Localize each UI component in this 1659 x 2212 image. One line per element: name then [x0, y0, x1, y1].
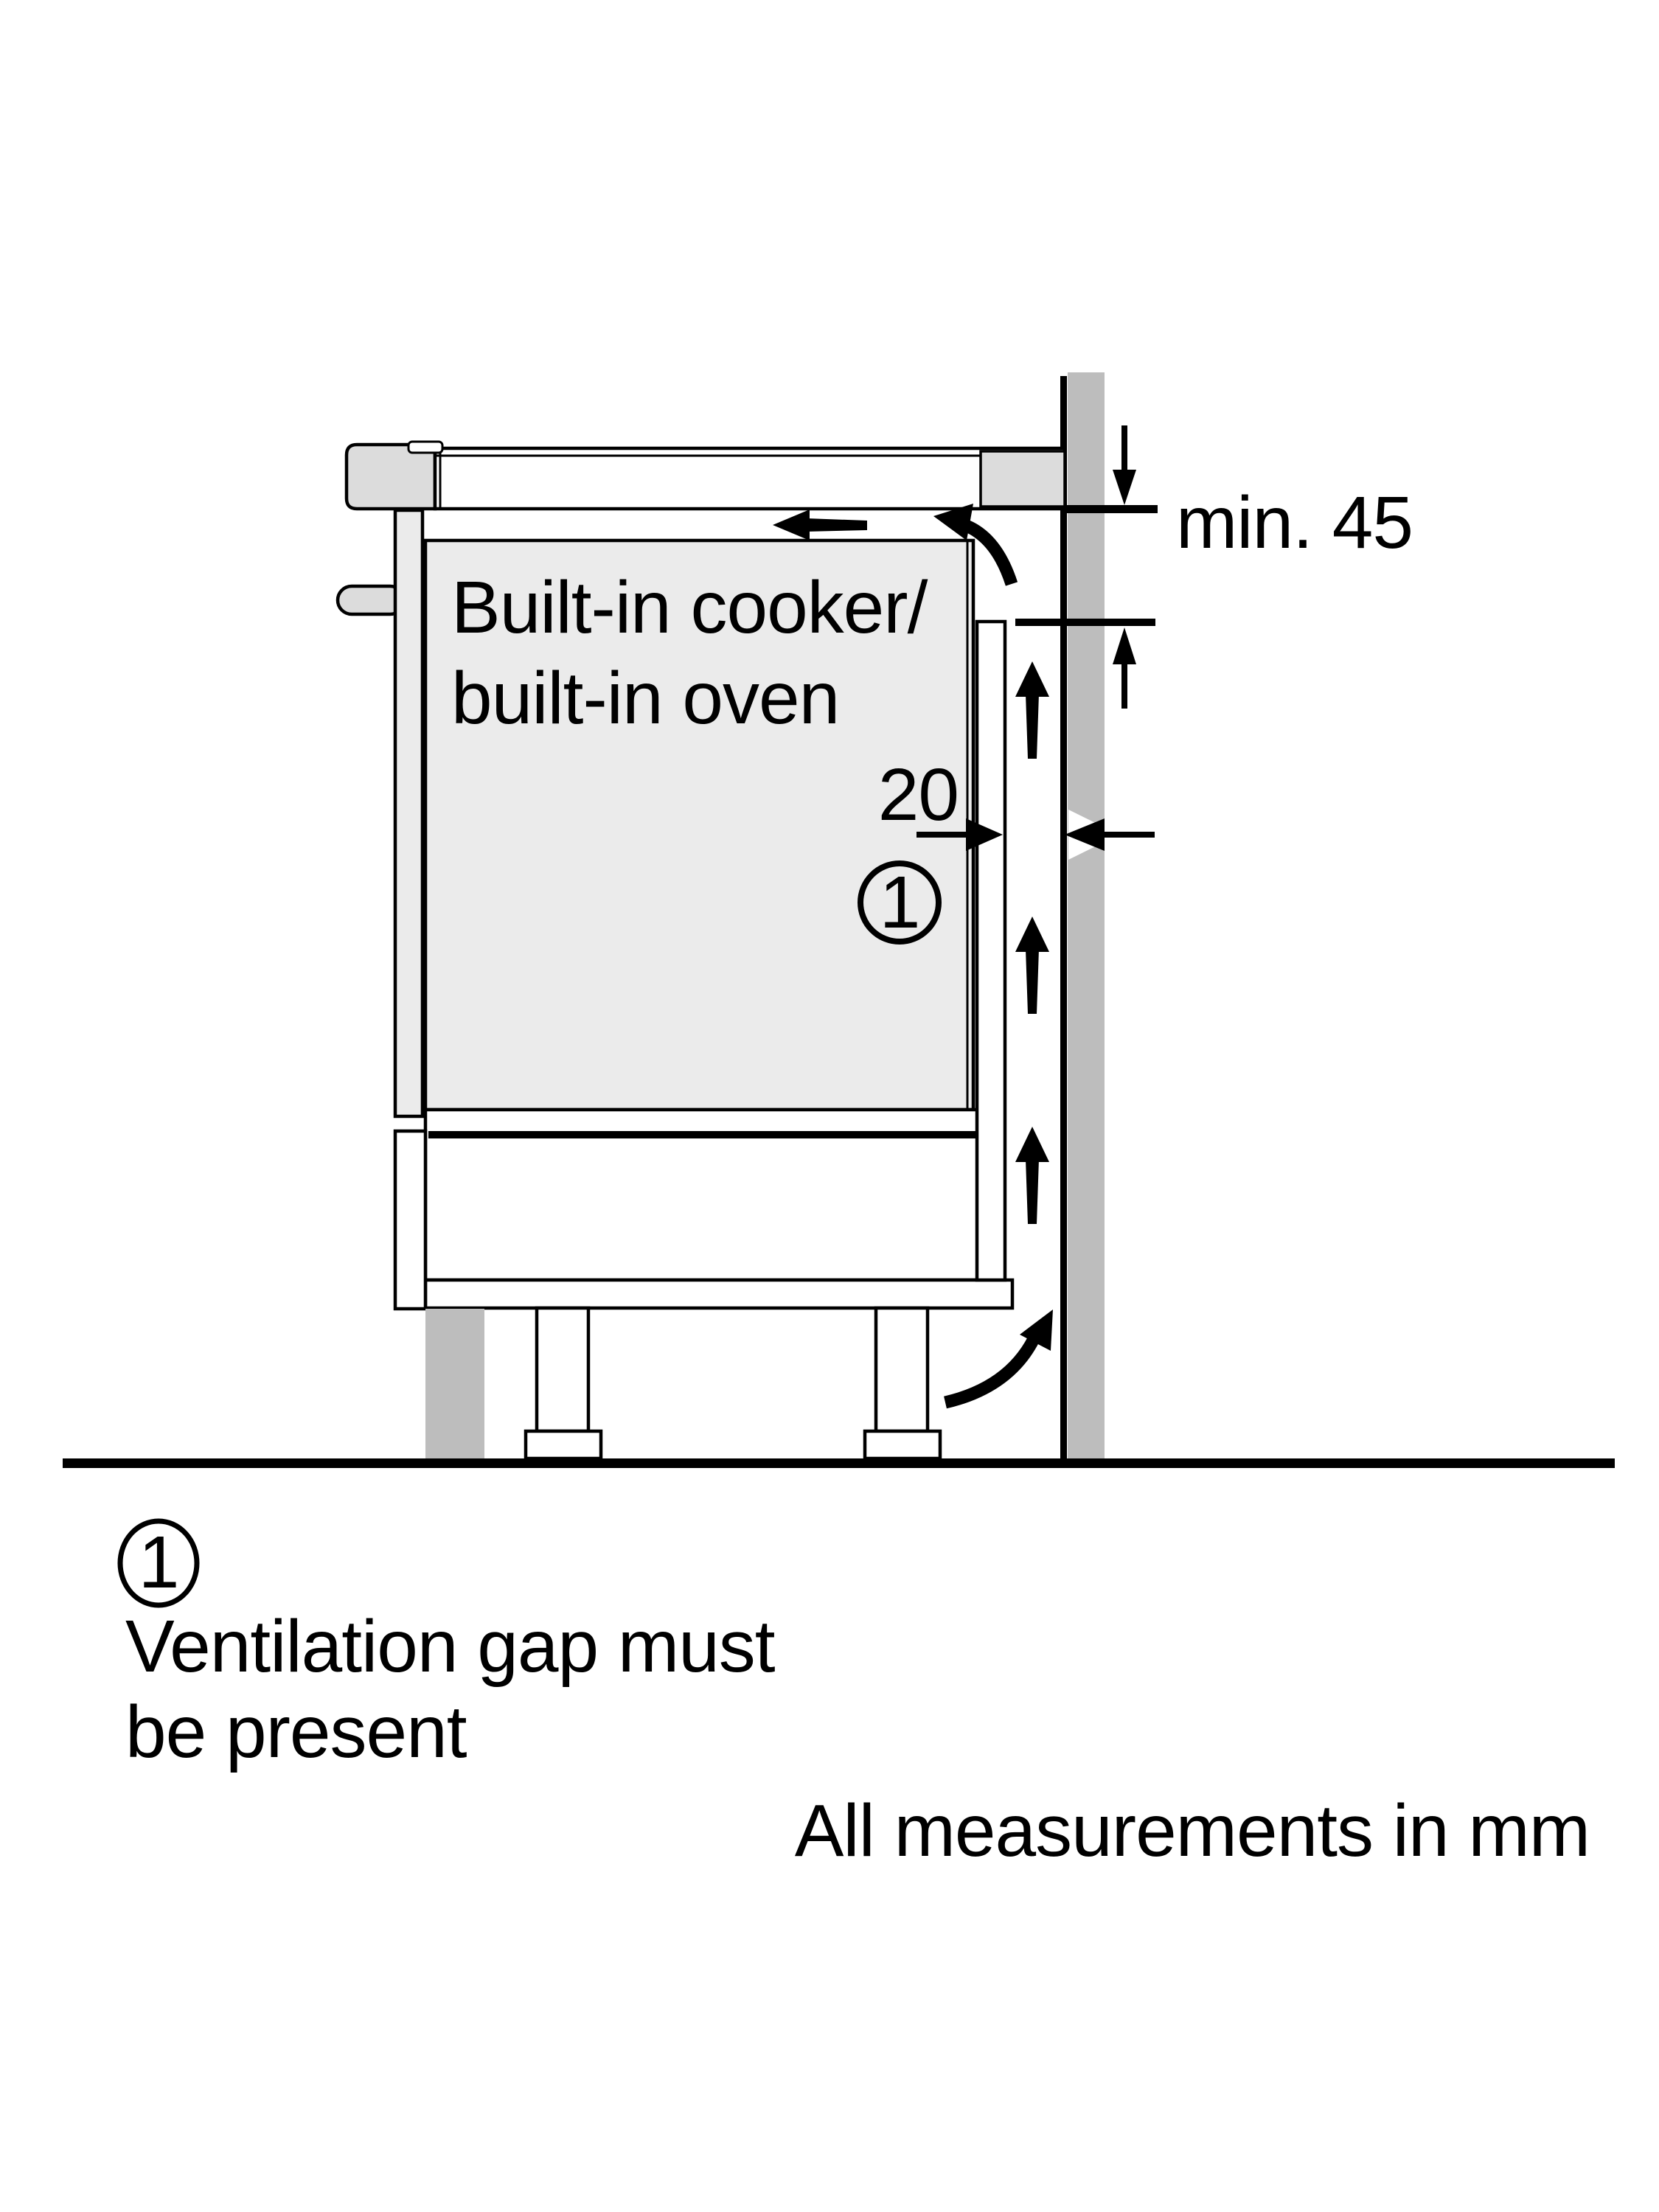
hob-glass-lip — [407, 440, 444, 454]
airflow-left-arrow — [773, 509, 867, 540]
airflow-up-arrow-1 — [1015, 661, 1049, 759]
dim-min45-down-arrow-shaft — [1121, 425, 1127, 471]
note-marker: 1 — [139, 1521, 179, 1604]
airflow-curve-top-arrow — [933, 504, 1018, 586]
floor-line — [63, 1458, 1615, 1468]
dim-20-right-arrow-head — [966, 818, 1003, 851]
dim-20-right-arrow-shaft — [917, 832, 968, 838]
plinth — [425, 1309, 484, 1458]
wall — [1068, 372, 1105, 1458]
dim-20-label: 20 — [878, 754, 959, 836]
airflow-up-arrow-2 — [1015, 917, 1049, 1014]
dim-min45-label: min. 45 — [1176, 481, 1413, 564]
airflow-up-arrow-2-shaft — [1026, 949, 1039, 1014]
airflow-up-arrow-3 — [1015, 1127, 1049, 1224]
dim-20-left-arrow-shaft — [1103, 832, 1155, 838]
airflow-up-arrow-1-shaft — [1026, 694, 1039, 759]
note-callout-circle — [117, 1518, 200, 1608]
airflow-up-arrow-3-shaft — [1026, 1159, 1039, 1224]
foot-left-base — [524, 1429, 603, 1461]
airflow-up-arrow-2-head — [1015, 917, 1049, 952]
cabinet-base — [423, 1278, 1015, 1310]
airflow-up-arrow-1-head — [1015, 661, 1049, 697]
dim-min45-up-arrow-shaft — [1121, 663, 1127, 709]
dim-min45-tick-lower — [1015, 619, 1155, 626]
dim-min45-up-arrow-head — [1113, 627, 1136, 664]
dim-20-left-arrow-head — [1065, 818, 1105, 851]
oven-body — [423, 538, 975, 1112]
drawer-front — [393, 1129, 428, 1311]
foot-right-base — [863, 1429, 942, 1461]
airflow-left-arrow-shaft — [807, 518, 867, 532]
rear-panel — [975, 619, 1007, 1282]
drawer-top-line — [428, 1131, 978, 1138]
dim-min45-tick-upper — [1065, 505, 1158, 513]
units-note: All measurements in mm — [795, 1790, 1590, 1872]
airflow-curve-bottom-arrow — [944, 1310, 1053, 1409]
airflow-left-arrow-head — [773, 509, 810, 540]
worktop — [433, 446, 1067, 511]
hob-front-edge — [344, 442, 437, 511]
foot-right-stem — [874, 1306, 930, 1433]
note-line1: Ventilation gap must — [125, 1605, 776, 1688]
appliance-label-line1: Built-in cooker/ — [451, 566, 928, 649]
airflow-up-arrow-3-head — [1015, 1127, 1049, 1162]
wall-edge-line — [1060, 376, 1067, 1458]
airflow-curve-top-head — [933, 504, 973, 540]
airflow-curve-bottom-path — [944, 1335, 1040, 1409]
appliance-label-line2: built-in oven — [451, 657, 839, 740]
dim-min45-down-arrow-head — [1113, 470, 1136, 505]
airflow-curve-bottom-head — [1020, 1310, 1053, 1351]
callout-1-label: 1 — [880, 861, 920, 944]
foot-left-stem — [535, 1306, 591, 1433]
worktop-filler — [979, 450, 1066, 508]
oven-door-front — [393, 508, 425, 1119]
callout-1-circle — [858, 860, 942, 945]
note-line2: be present — [125, 1691, 467, 1773]
